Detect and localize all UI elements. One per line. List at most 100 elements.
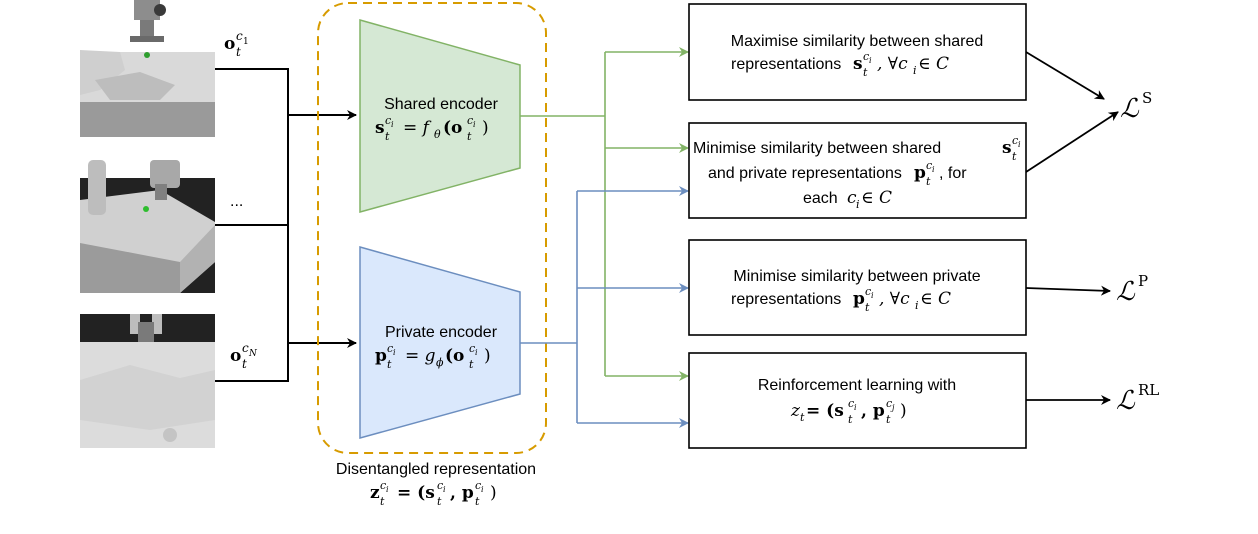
svg-text:i: i [391, 120, 394, 129]
svg-text:, ∀c: , ∀c [879, 289, 910, 309]
svg-text:i: i [869, 56, 872, 65]
shared-output-arrows [520, 47, 689, 381]
svg-text:c: c [437, 479, 443, 492]
svg-text:i: i [473, 120, 476, 129]
svg-text:i: i [856, 198, 860, 211]
svg-text:): ) [484, 346, 491, 366]
box3-line2: representations p t c i , ∀c i ∈ C [731, 285, 951, 314]
svg-text:, p: , p [861, 401, 885, 421]
box1-line2: representations s t c i , ∀c i ∈ C [731, 50, 949, 79]
svg-text:c: c [1012, 134, 1018, 147]
svg-text:c: c [469, 342, 475, 355]
svg-text:(o: (o [443, 118, 462, 138]
svg-text:t: t [380, 495, 385, 508]
svg-text:t: t [926, 175, 931, 188]
svg-text:, ∀c: , ∀c [877, 54, 908, 74]
svg-text:ℒ: ℒ [1116, 386, 1136, 416]
svg-text:N: N [248, 349, 258, 359]
svg-text:c: c [848, 397, 854, 410]
svg-text:p: p [853, 289, 865, 309]
box4-line2: z t = (s t c i , p t c j ) [790, 397, 907, 426]
svg-text:c: c [863, 50, 869, 63]
svg-text:= (s: = (s [806, 401, 844, 421]
svg-text:t: t [865, 301, 870, 314]
svg-text:S: S [1142, 89, 1152, 107]
svg-text:representations: representations [731, 291, 841, 308]
svg-text:s: s [853, 54, 863, 74]
disentangled-title: Disentangled representation [336, 461, 536, 478]
objective-box-minimise-private [688, 239, 1027, 336]
svg-text:= g: = g [405, 346, 436, 366]
svg-text:, p: , p [450, 483, 474, 503]
svg-text:c: c [865, 285, 871, 298]
shared-encoder-formula: s t c i = f θ (o t c i ) [375, 114, 489, 143]
svg-text:t: t [236, 45, 241, 59]
svg-text:RL: RL [1138, 381, 1159, 399]
svg-text:representations: representations [731, 56, 841, 73]
svg-text:c: c [380, 479, 386, 492]
box3-line1: Minimise similarity between private [733, 268, 980, 285]
objective-box-minimise-shared-private [688, 122, 1027, 219]
observation-image-2 [80, 155, 215, 293]
svg-text:i: i [913, 64, 917, 77]
svg-text:p: p [375, 346, 387, 366]
svg-text:Minimise similarity between sh: Minimise similarity between shared [693, 140, 941, 157]
box2-line3: each c i ∈ C [803, 188, 892, 211]
disentangled-formula: z t c i = (s t c i , p t c i ) [370, 479, 497, 508]
svg-text:i: i [481, 485, 484, 494]
loss-shared-label: ℒ S [1120, 89, 1152, 124]
svg-text:t: t [467, 130, 472, 143]
loss-arrows [1025, 51, 1119, 405]
svg-text:ϕ: ϕ [436, 356, 444, 369]
svg-text:c: c [475, 479, 481, 492]
private-encoder-shape [359, 246, 521, 439]
svg-text:): ) [482, 118, 489, 138]
svg-text:i: i [1018, 140, 1021, 149]
svg-text:i: i [854, 403, 857, 412]
svg-text:s: s [1002, 138, 1012, 158]
svg-text:z: z [790, 401, 801, 421]
svg-text:c: c [886, 397, 892, 410]
svg-text:c: c [847, 188, 857, 208]
svg-text:t: t [848, 413, 853, 426]
svg-text:= f: = f [403, 118, 432, 138]
svg-text:= (s: = (s [397, 483, 435, 503]
svg-text:i: i [443, 485, 446, 494]
svg-text:t: t [242, 357, 247, 371]
svg-text:z: z [370, 483, 380, 503]
objective-box-maximise-shared [688, 3, 1027, 101]
box1-line1: Maximise similarity between shared [731, 33, 984, 50]
svg-text:∈ C: ∈ C [918, 54, 949, 74]
svg-text:, for: , for [939, 165, 967, 182]
svg-text:t: t [437, 495, 442, 508]
svg-text:(o: (o [445, 346, 464, 366]
box4-line1: Reinforcement learning with [758, 377, 956, 394]
svg-text:t: t [800, 411, 805, 424]
objective-box-reinforcement-learning [688, 352, 1027, 449]
svg-text:t: t [469, 358, 474, 371]
svg-text:s: s [375, 118, 385, 138]
svg-text:c: c [387, 342, 393, 355]
svg-text:1: 1 [243, 37, 249, 47]
svg-text:c: c [242, 341, 249, 355]
svg-text:∈ C: ∈ C [920, 289, 951, 309]
observation-image-1 [80, 0, 215, 137]
observation-ellipsis: ... [230, 193, 243, 210]
svg-text:ℒ: ℒ [1116, 277, 1136, 307]
svg-text:): ) [490, 483, 497, 503]
observation-image-3 [80, 314, 215, 448]
private-encoder-formula: p t c i = g ϕ (o t c i ) [375, 342, 491, 371]
svg-text:c: c [385, 114, 391, 127]
svg-text:i: i [475, 348, 478, 357]
input-connectors [215, 68, 357, 382]
svg-text:ℒ: ℒ [1120, 94, 1140, 124]
svg-text:P: P [1138, 272, 1148, 290]
svg-text:p: p [914, 163, 926, 183]
svg-text:j: j [890, 403, 895, 412]
svg-text:t: t [385, 130, 390, 143]
svg-text:t: t [886, 413, 891, 426]
loss-rl-label: ℒ RL [1116, 381, 1159, 416]
svg-text:o: o [230, 346, 241, 366]
shared-encoder-shape [359, 19, 521, 213]
